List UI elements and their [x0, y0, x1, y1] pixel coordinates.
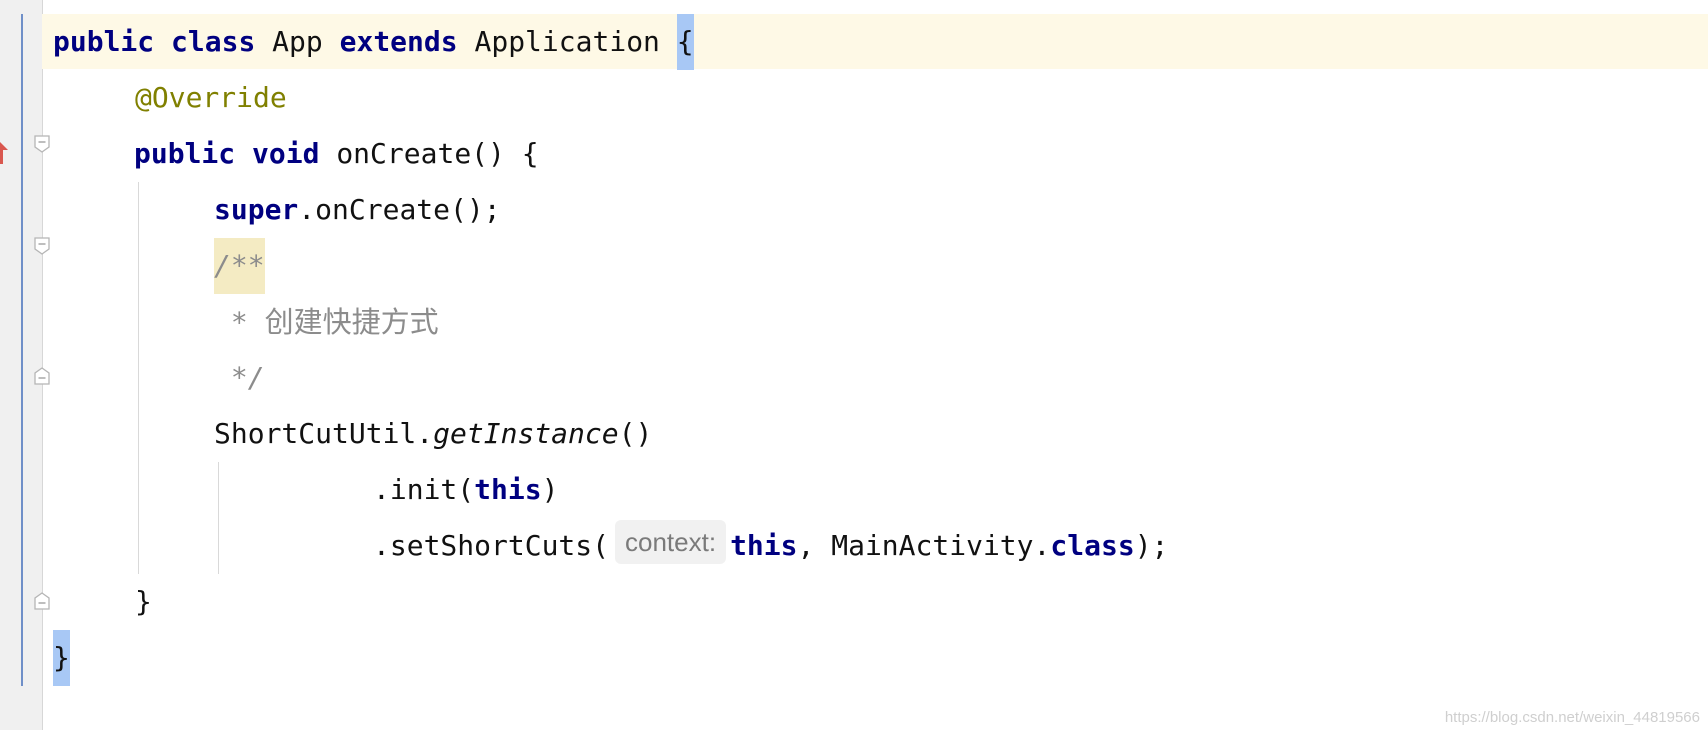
code-line[interactable]: .setShortCuts(context:this, MainActivity… — [373, 518, 1168, 574]
code-line[interactable]: public class App extends Application { — [53, 14, 694, 70]
matched-brace: } — [53, 630, 70, 686]
fold-collapse-icon[interactable] — [33, 237, 51, 255]
code-line[interactable]: ShortCutUtil.getInstance() — [214, 417, 653, 450]
fold-collapse-icon[interactable] — [33, 135, 51, 153]
fold-end-icon[interactable] — [33, 367, 51, 385]
parameter-hint: context: — [615, 520, 727, 564]
code-line[interactable]: } — [135, 585, 152, 618]
override-arrow-icon[interactable] — [0, 142, 10, 164]
code-line[interactable]: public void onCreate() { — [134, 137, 539, 170]
fold-end-icon[interactable] — [33, 592, 51, 610]
code-line[interactable]: @Override — [135, 81, 287, 114]
code-line[interactable]: /** — [214, 238, 265, 294]
code-line[interactable]: super.onCreate(); — [214, 193, 501, 226]
code-line[interactable]: .init(this) — [373, 473, 559, 506]
current-line-highlight — [42, 14, 1708, 69]
matched-brace: { — [676, 14, 694, 70]
doc-comment-start: /** — [214, 238, 265, 294]
code-line[interactable]: } — [53, 630, 70, 686]
indent-guide — [138, 182, 139, 574]
watermark: https://blog.csdn.net/weixin_44819566 — [1444, 709, 1700, 726]
vcs-change-marker[interactable] — [21, 14, 23, 686]
code-line[interactable]: */ — [214, 361, 265, 394]
indent-guide — [218, 462, 219, 574]
code-line[interactable]: * 创建快捷方式 — [214, 305, 439, 339]
